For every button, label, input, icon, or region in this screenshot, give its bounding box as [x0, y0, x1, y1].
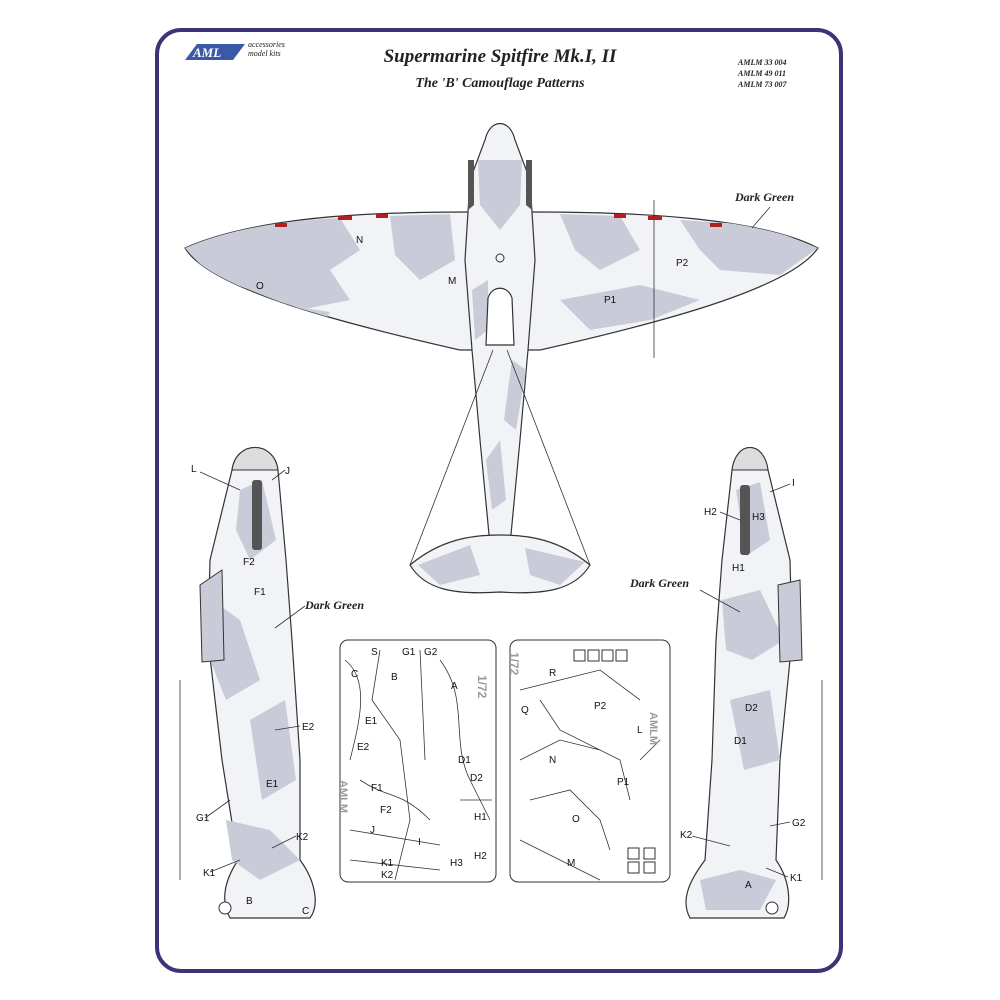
mask-label: F1 — [371, 783, 383, 794]
camo-label: G2 — [792, 818, 806, 829]
camo-label: H3 — [752, 512, 765, 523]
camo-label: P1 — [604, 295, 617, 306]
camo-label: A — [745, 880, 752, 891]
right-side-color-callout: Dark Green — [630, 576, 689, 590]
camo-label: C — [302, 906, 309, 917]
aml-logo: AML — [185, 44, 245, 60]
camo-label: J — [285, 466, 290, 477]
mask-label: L — [637, 725, 643, 736]
logo-subtitle: accessories model kits — [248, 40, 285, 58]
camo-label: E2 — [302, 722, 315, 733]
mask-label: E2 — [357, 742, 370, 753]
camo-label: F2 — [243, 557, 255, 568]
top-view-color-callout: Dark Green — [735, 190, 794, 204]
product-code: AMLM 33 004 — [738, 58, 787, 67]
mask-label: I — [418, 837, 421, 848]
mask-label: D2 — [470, 773, 483, 784]
mask-label: R — [549, 668, 556, 679]
mask-label: H2 — [474, 851, 487, 862]
mask-label: K1 — [381, 858, 394, 869]
product-code: AMLM 49 011 — [738, 69, 787, 78]
mask-label: P1 — [617, 777, 630, 788]
camo-label: P2 — [676, 258, 689, 269]
mask-sheet-right: 1/72 AMLM — [507, 639, 671, 883]
scale-mark: 1/72 — [507, 652, 521, 676]
brand-mark: AMLM — [647, 712, 659, 745]
right-side-aircraft — [685, 446, 823, 919]
mask-label: J — [370, 825, 375, 836]
camo-label: K1 — [203, 868, 216, 879]
camo-label: L — [191, 464, 197, 475]
mask-label: K2 — [381, 870, 394, 881]
camo-label: K2 — [296, 832, 309, 843]
left-side-aircraft — [179, 446, 316, 919]
camo-label: G1 — [196, 813, 210, 824]
mask-label: E1 — [365, 716, 378, 727]
mask-label: P2 — [594, 701, 607, 712]
camo-label: H2 — [704, 507, 717, 518]
camo-label: D1 — [734, 736, 747, 747]
camo-label: H1 — [732, 563, 745, 574]
camo-label: D2 — [745, 703, 758, 714]
product-codes: AMLM 33 004 AMLM 49 011 AMLM 73 007 — [738, 57, 786, 90]
mask-label: G1 — [402, 647, 416, 658]
camo-label: M — [448, 276, 456, 287]
camo-label: N — [356, 235, 363, 246]
logo-subtitle-line-2: model kits — [248, 49, 281, 58]
product-code: AMLM 73 007 — [738, 80, 787, 89]
mask-label: H3 — [450, 858, 463, 869]
left-side-color-callout: Dark Green — [305, 598, 364, 612]
mask-label: S — [371, 647, 378, 658]
leader-lines — [199, 469, 791, 878]
mask-label: G2 — [424, 647, 438, 658]
camo-label: O — [256, 281, 264, 292]
mask-label: A — [451, 681, 458, 692]
mask-label: O — [572, 814, 580, 825]
camo-label: K1 — [790, 873, 803, 884]
camo-label: B — [246, 896, 253, 907]
camo-label: K2 — [680, 830, 693, 841]
camo-label: E1 — [266, 779, 279, 790]
mask-label: B — [391, 672, 398, 683]
scale-mark: 1/72 — [475, 675, 489, 699]
mask-label: F2 — [380, 805, 392, 816]
mask-label: Q — [521, 705, 529, 716]
page-subtitle: The 'B' Camouflage Patterns — [415, 76, 585, 91]
page-title: Supermarine Spitfire Mk.I, II — [383, 46, 617, 67]
mask-label: N — [549, 755, 556, 766]
top-view-aircraft — [184, 123, 819, 594]
mask-label: D1 — [458, 755, 471, 766]
mask-label: H1 — [474, 812, 487, 823]
mask-label: M — [567, 858, 575, 869]
camo-label: F1 — [254, 587, 266, 598]
brand-mark: AMLM — [337, 780, 349, 813]
mask-label: C — [351, 669, 358, 680]
camo-label: I — [792, 478, 795, 489]
logo-text: AML — [192, 45, 221, 60]
mask-sheet-left: 1/72 AMLM — [337, 639, 497, 883]
logo-subtitle-line-1: accessories — [248, 40, 285, 49]
